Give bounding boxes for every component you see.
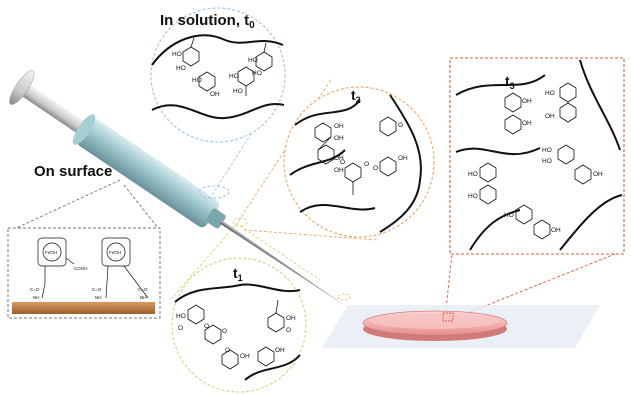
- svg-text:OH: OH: [551, 227, 561, 234]
- svg-text:OH: OH: [398, 155, 408, 162]
- svg-text:OH: OH: [334, 155, 344, 162]
- svg-text:O: O: [364, 161, 369, 168]
- svg-text:OH: OH: [334, 135, 344, 142]
- svg-text:OH: OH: [240, 353, 250, 360]
- svg-text:C=O: C=O: [138, 287, 148, 292]
- svg-text:OH: OH: [545, 113, 555, 120]
- svg-text:O: O: [398, 122, 403, 129]
- svg-text:NH: NH: [33, 295, 40, 300]
- substrate-slab-icon: [12, 302, 155, 314]
- svg-text:O: O: [204, 323, 209, 330]
- svg-text:HO: HO: [176, 313, 186, 320]
- svg-text:O: O: [178, 325, 183, 332]
- svg-text:O: O: [222, 328, 227, 335]
- svg-text:OH: OH: [334, 167, 344, 174]
- svg-text:HO: HO: [542, 147, 552, 154]
- panel-t0: HO HO HO OH HO HO HO HO: [150, 7, 286, 143]
- svg-text:NH: NH: [140, 295, 147, 300]
- petri-dish-icon: [322, 305, 600, 348]
- panel-surface: FeOH COOH C=O NH FeOH C=O NH C=O NH: [7, 227, 161, 319]
- svg-text:FeOH: FeOH: [109, 250, 121, 255]
- svg-text:HO: HO: [176, 65, 186, 72]
- svg-text:O: O: [286, 327, 291, 334]
- label-t3: t3: [505, 73, 515, 91]
- svg-text:OH: OH: [275, 347, 285, 354]
- svg-text:OH: OH: [210, 91, 220, 98]
- svg-text:HO: HO: [192, 77, 202, 84]
- svg-text:HO: HO: [252, 70, 262, 77]
- svg-text:HO: HO: [542, 158, 552, 165]
- svg-text:C=O: C=O: [30, 287, 40, 292]
- callout-lines: [11, 49, 621, 319]
- panel-t3: OH OH HO OH HO HO HO HO OH HO OH: [449, 57, 625, 255]
- svg-text:OH: OH: [593, 171, 603, 178]
- svg-text:OH: OH: [334, 123, 344, 130]
- label-t2: t2: [351, 87, 361, 105]
- svg-text:NH: NH: [95, 295, 102, 300]
- syringe-icon: [9, 70, 351, 307]
- svg-text:HO: HO: [468, 193, 478, 200]
- svg-text:COOH: COOH: [74, 266, 88, 271]
- svg-text:O: O: [340, 159, 345, 166]
- svg-text:HO: HO: [504, 212, 514, 219]
- label-t1: t1: [233, 265, 243, 283]
- panel-t2: OH OH OH OH O O OH O O: [283, 86, 435, 238]
- svg-text:OH: OH: [286, 315, 296, 322]
- label-on-surface: On surface: [34, 163, 113, 180]
- svg-text:HO: HO: [248, 57, 258, 64]
- svg-text:OH: OH: [522, 120, 532, 127]
- svg-text:HO: HO: [233, 88, 243, 95]
- svg-text:C=O: C=O: [92, 287, 102, 292]
- svg-text:HO: HO: [545, 90, 555, 97]
- svg-text:HO: HO: [468, 171, 478, 178]
- svg-text:HO: HO: [229, 73, 239, 80]
- svg-text:OH: OH: [522, 98, 532, 105]
- panel-t1: HO O O O OH O O OH OH: [171, 257, 307, 393]
- svg-text:HO: HO: [172, 51, 182, 58]
- label-in-solution: In solution, t0: [160, 12, 255, 31]
- svg-text:FeOH: FeOH: [45, 250, 57, 255]
- svg-text:O: O: [373, 165, 378, 172]
- svg-text:O: O: [225, 347, 230, 354]
